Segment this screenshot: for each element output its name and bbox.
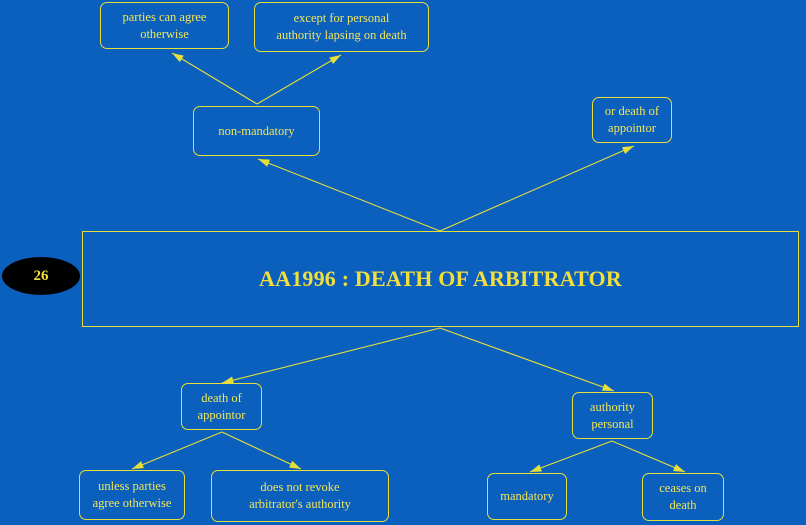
node-non-mandatory: non-mandatory <box>193 106 320 156</box>
node-ceases-on-death: ceases on death <box>642 473 724 521</box>
connector-line <box>131 431 223 470</box>
connector-line <box>611 440 686 473</box>
node-authority-personal: authority personal <box>572 392 653 439</box>
node-label: ceases on death <box>659 481 707 512</box>
arrowhead <box>289 460 301 469</box>
arrowhead <box>622 146 634 155</box>
connector-line <box>529 440 613 473</box>
node-does-not-revoke: does not revoke arbitrator's authority <box>211 470 389 522</box>
node-label: unless parties agree otherwise <box>92 479 172 510</box>
node-parties-can-agree-otherwise: parties can agree otherwise <box>100 2 229 49</box>
node-label: parties can agree otherwise <box>122 9 207 41</box>
node-label: death of appointor <box>197 390 246 422</box>
diagram-title: AA1996 : DEATH OF ARBITRATOR <box>259 266 622 291</box>
arrowhead <box>329 55 341 65</box>
node-or-death-of-appointor: or death of appointor <box>592 97 672 143</box>
node-label: or death of appointor <box>604 104 660 135</box>
connector-line <box>171 52 258 105</box>
connector-line <box>439 145 635 232</box>
connector-line <box>221 431 302 470</box>
slide-number-badge: 26 <box>2 257 80 295</box>
connector-line <box>257 158 441 232</box>
node-death-of-appointor: death of appointor <box>181 383 262 430</box>
node-label: authority personal <box>589 399 636 431</box>
node-label: mandatory <box>500 489 554 503</box>
node-unless-parties-agree: unless parties agree otherwise <box>79 470 185 520</box>
node-label: except for personal authority lapsing on… <box>276 11 407 42</box>
node-label: non-mandatory <box>218 123 295 138</box>
arrowhead <box>258 159 270 167</box>
arrowhead <box>530 464 542 472</box>
arrowhead <box>132 461 144 469</box>
node-label: does not revoke arbitrator's authority <box>249 480 351 511</box>
main-topic-box: AA1996 : DEATH OF ARBITRATOR <box>82 231 799 327</box>
arrowhead <box>172 53 184 63</box>
connector-line <box>439 327 615 392</box>
node-except-personal-authority: except for personal authority lapsing on… <box>254 2 429 52</box>
node-mandatory: mandatory <box>487 473 567 520</box>
connector-line <box>256 54 342 105</box>
arrowhead <box>602 383 614 391</box>
slide-number: 26 <box>33 267 49 284</box>
connector-line <box>221 327 441 384</box>
arrowhead <box>673 464 685 472</box>
